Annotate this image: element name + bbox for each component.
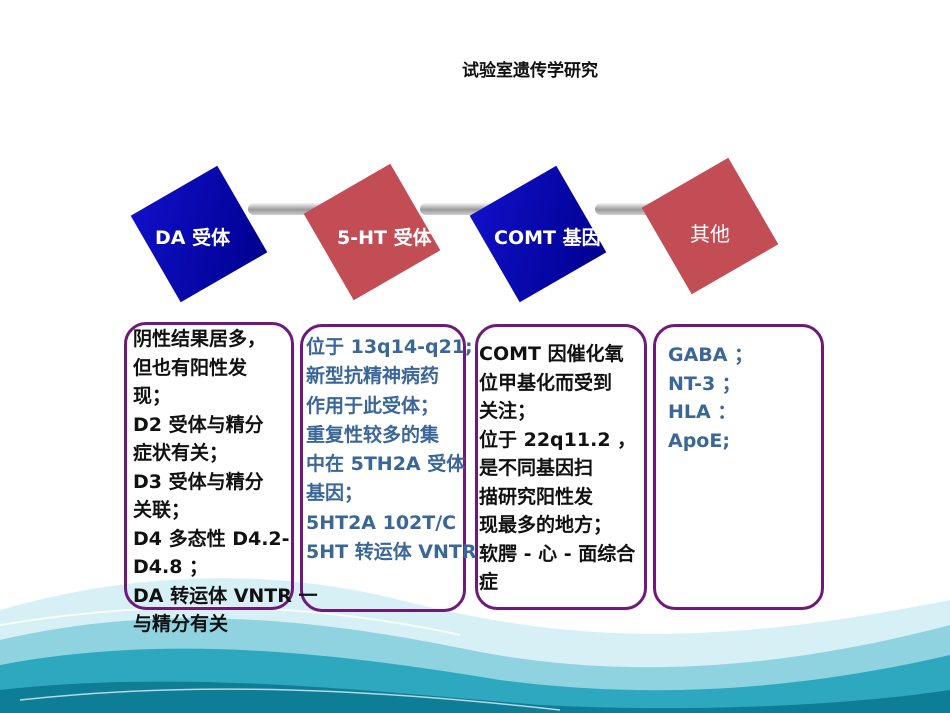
text-line: 基因； xyxy=(306,482,364,505)
text-line: ApoE; xyxy=(668,429,730,452)
category-label-other: 其他 xyxy=(690,222,730,246)
category-label-comt: COMT 基因 xyxy=(494,227,601,249)
text-line: 位于 13q14-q21; xyxy=(306,336,473,358)
text-line: 位于 22q11.2 ， xyxy=(479,428,637,451)
text-line: 5HT 转运体 VNTR xyxy=(306,541,477,564)
text-line: GABA ； xyxy=(668,344,754,366)
column-other: GABA ； NT-3 ； HLA ： ApoE; xyxy=(668,341,753,455)
category-label-5ht: 5-HT 受体 xyxy=(337,227,432,249)
text-line: 重复性较多的集 xyxy=(306,423,440,446)
text-line: D4.8 ； xyxy=(133,556,209,578)
text-line: 位甲基化而受到 xyxy=(479,371,613,394)
text-line: 现最多的地方； xyxy=(479,514,613,536)
text-line: 阴性结果居多， xyxy=(133,328,267,350)
text-line: 关联； xyxy=(133,499,191,521)
text-line: COMT 因催化氧 xyxy=(479,343,624,365)
text-line: 新型抗精神病药 xyxy=(306,365,440,388)
content-box-1 xyxy=(124,322,294,610)
text-line: 中在 5TH2A 受体 xyxy=(306,453,466,476)
text-line: 与精分有关 xyxy=(133,613,229,635)
text-line: 但也有阳性发 xyxy=(133,356,248,379)
text-line: NT-3 ； xyxy=(668,372,741,395)
column-comt: COMT 因催化氧 位甲基化而受到 关注； 位于 22q11.2 ， 是不同基因… xyxy=(479,340,636,597)
slide-title: 试验室遗传学研究 xyxy=(462,61,598,81)
text-line: 现； xyxy=(133,385,172,407)
text-line: D3 受体与精分 xyxy=(133,470,264,493)
content-box-3 xyxy=(475,324,647,610)
content-box-4 xyxy=(653,324,824,610)
text-line: DA 转运体 VNTR 一 xyxy=(133,584,318,607)
text-line: 症状有关； xyxy=(133,442,229,464)
text-line: HLA ： xyxy=(668,401,737,423)
text-line: 关注； xyxy=(479,400,537,422)
column-da: 阴性结果居多， 但也有阳性发 现； D2 受体与精分 症状有关； D3 受体与精… xyxy=(133,325,318,639)
content-box-2 xyxy=(300,324,466,612)
text-line: D4 多态性 D4.2- xyxy=(133,527,290,550)
text-line: 是不同基因扫 xyxy=(479,457,594,479)
category-label-da: DA 受体 xyxy=(155,227,231,249)
text-line: D2 受体与精分 xyxy=(133,413,264,436)
text-line: 作用于此受体； xyxy=(306,394,440,417)
text-line: 软腭 - 心 - 面综合 xyxy=(479,542,636,565)
text-line: 描研究阳性发 xyxy=(479,485,594,508)
column-5ht: 位于 13q14-q21; 新型抗精神病药 作用于此受体； 重复性较多的集 中在… xyxy=(306,333,477,567)
text-line: 症 xyxy=(479,571,499,593)
text-line: 5HT2A 102T/C xyxy=(306,511,457,534)
